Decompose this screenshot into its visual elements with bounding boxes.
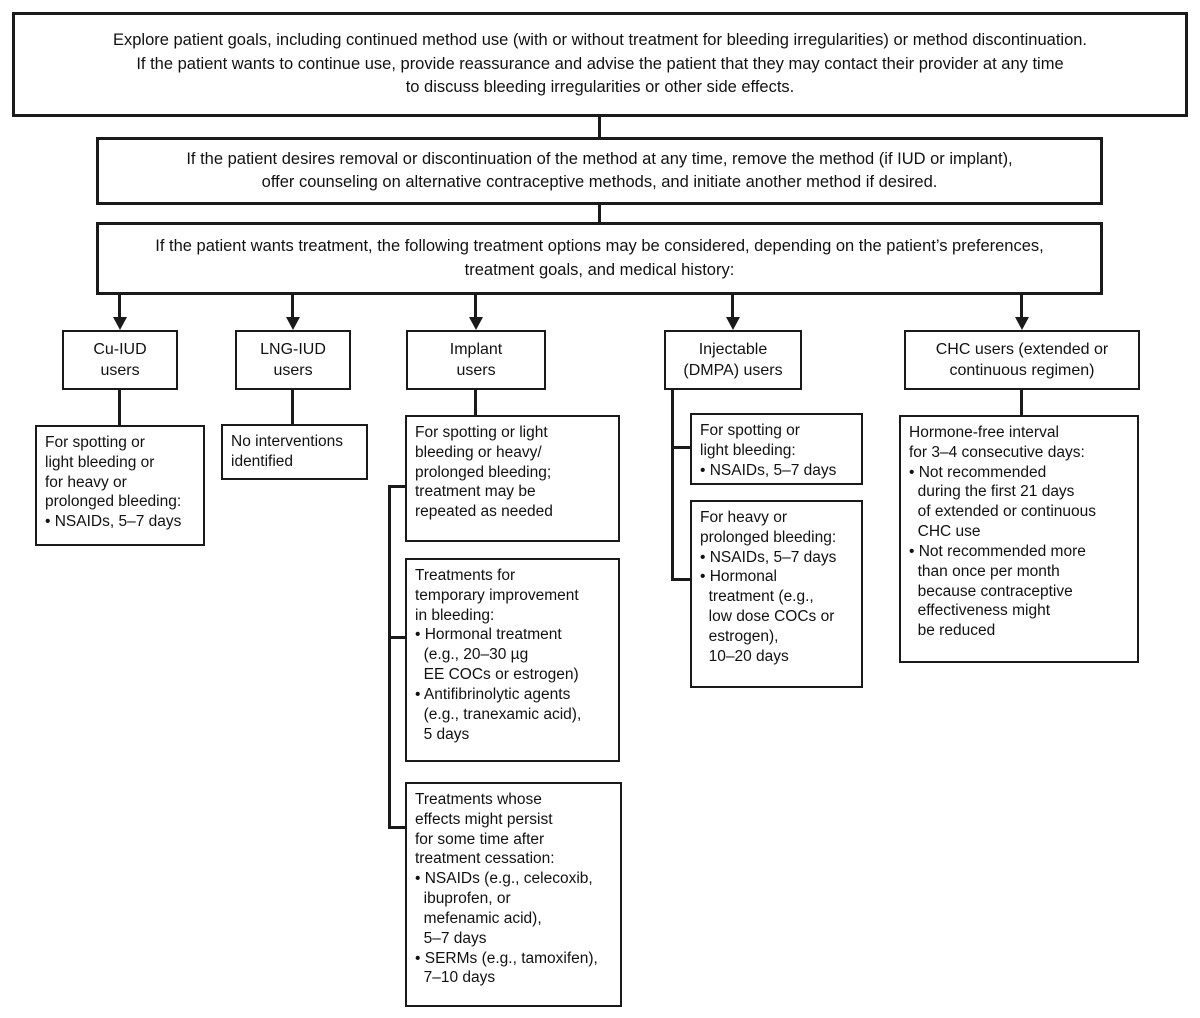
header-cu-iud-users: Cu-IUD users [62, 330, 178, 390]
header-injectable-dmpa-users: Injectable (DMPA) users [664, 330, 802, 390]
rail-implant-stub-2 [389, 636, 405, 639]
connector-top-2 [598, 205, 601, 222]
leaf-chc-hormone-free-interval: Hormone-free interval for 3–4 consecutiv… [899, 415, 1139, 663]
rail-implant-stub-1 [389, 485, 405, 488]
arrow-down-icon [286, 317, 300, 330]
box-treatment-options: If the patient wants treatment, the foll… [96, 222, 1103, 295]
arrow-down-icon [1015, 317, 1029, 330]
branch-line-cu-iud [118, 295, 121, 318]
leaf-cu-iud-spotting: For spotting or light bleeding or for he… [35, 425, 205, 546]
branch-line-injectable [731, 295, 734, 318]
box-removal-discontinuation: If the patient desires removal or discon… [96, 137, 1103, 205]
branch-line-chc [1020, 295, 1023, 318]
leaf-implant-spotting: For spotting or light bleeding or heavy/… [405, 415, 620, 542]
branch-line-implant [474, 295, 477, 318]
rail-injectable-stub-2 [672, 578, 690, 581]
connector-chc [1020, 390, 1023, 415]
arrow-down-icon [469, 317, 483, 330]
connector-top-1 [598, 117, 601, 137]
connector-implant [474, 390, 477, 415]
rail-implant-stub-3 [389, 826, 405, 829]
leaf-lng-iud-no-interventions: No interventions identified [221, 424, 368, 480]
rail-injectable [671, 390, 674, 581]
branch-line-lng-iud [291, 295, 294, 318]
header-lng-iud-users: LNG-IUD users [235, 330, 351, 390]
header-implant-users: Implant users [406, 330, 546, 390]
connector-cu-iud [118, 390, 121, 425]
arrow-down-icon [726, 317, 740, 330]
connector-lng-iud [291, 390, 294, 424]
leaf-implant-persistent-effects: Treatments whose effects might persist f… [405, 782, 622, 1007]
header-chc-users: CHC users (extended or continuous regime… [904, 330, 1140, 390]
leaf-injectable-heavy: For heavy or prolonged bleeding: • NSAID… [690, 500, 863, 688]
box-explore-goals: Explore patient goals, including continu… [12, 12, 1188, 117]
rail-implant [388, 485, 391, 829]
rail-injectable-stub-1 [672, 446, 690, 449]
leaf-injectable-spotting: For spotting or light bleeding: • NSAIDs… [690, 413, 863, 485]
leaf-implant-temporary-improvement: Treatments for temporary improvement in … [405, 558, 620, 762]
arrow-down-icon [113, 317, 127, 330]
